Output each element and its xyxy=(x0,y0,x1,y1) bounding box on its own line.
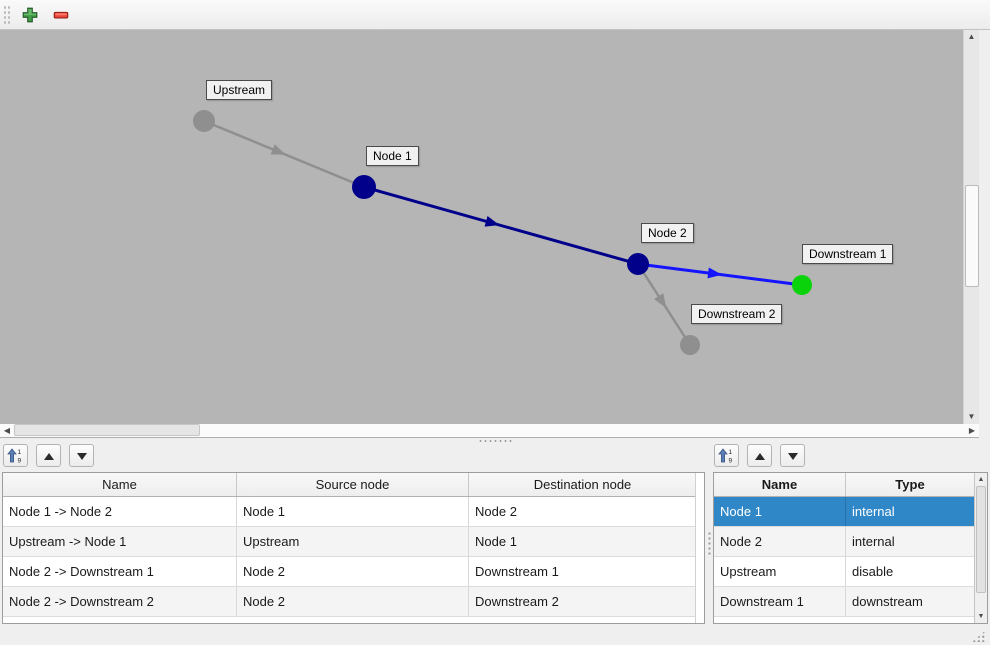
splitter-handle-icon xyxy=(707,531,712,555)
node-sort-button[interactable]: 1 9 xyxy=(714,444,739,467)
horizontal-pane-splitter[interactable] xyxy=(0,438,990,444)
node-name-cell[interactable]: Node 1 xyxy=(714,497,846,526)
edge-table: Name Source node Destination node Node 1… xyxy=(2,472,705,624)
graph-edge-arrow-icon xyxy=(707,267,723,279)
svg-text:9: 9 xyxy=(18,458,22,465)
sort-ascending-icon: 1 9 xyxy=(7,448,22,465)
minus-icon xyxy=(53,11,69,19)
edge-name-cell[interactable]: Node 1 -> Node 2 xyxy=(3,497,237,526)
scroll-down-icon[interactable]: ▼ xyxy=(967,412,976,421)
edge-name-cell[interactable]: Upstream -> Node 1 xyxy=(3,527,237,556)
canvas-vertical-scrollbar[interactable]: ▲ ▼ xyxy=(963,30,979,424)
triangle-down-icon xyxy=(788,453,798,460)
node-name-cell[interactable]: Downstream 1 xyxy=(714,587,846,616)
canvas-horizontal-scrollbar[interactable]: ◀ ▶ xyxy=(0,424,979,438)
triangle-up-icon xyxy=(755,453,765,460)
remove-node-button[interactable] xyxy=(52,6,70,24)
edge-move-up-button[interactable] xyxy=(36,444,61,467)
graph-edge-node1-node2[interactable] xyxy=(363,185,639,266)
node-table-row[interactable]: Node 2 internal xyxy=(714,527,987,557)
node-type-cell[interactable]: internal xyxy=(852,534,895,549)
graph-node-downstream1[interactable] xyxy=(792,275,812,295)
edge-source-cell[interactable]: Node 2 xyxy=(237,557,469,586)
graph-node-label-downstream2[interactable]: Downstream 2 xyxy=(691,304,783,324)
node-table-header: Name Type xyxy=(714,473,987,497)
edge-table-scrollbar-gutter xyxy=(695,473,704,623)
edge-destination-cell[interactable]: Downstream 1 xyxy=(475,564,559,579)
edge-source-cell[interactable]: Node 1 xyxy=(237,497,469,526)
triangle-up-icon xyxy=(44,453,54,460)
graph-svg xyxy=(193,110,812,355)
edge-destination-cell[interactable]: Node 2 xyxy=(475,504,517,519)
empty-row xyxy=(714,617,987,623)
node-move-up-button[interactable] xyxy=(747,444,772,467)
edge-source-cell[interactable]: Node 2 xyxy=(237,587,469,616)
vertical-pane-splitter[interactable] xyxy=(706,444,713,624)
node-move-down-button[interactable] xyxy=(780,444,805,467)
graph-edge-arrow-icon xyxy=(270,144,286,155)
node-header-name[interactable]: Name xyxy=(714,473,846,496)
toolbar-drag-handle[interactable] xyxy=(3,5,11,25)
graph-edge-arrow-icon xyxy=(484,216,500,227)
graph-node-downstream2[interactable] xyxy=(680,335,700,355)
node-table-row[interactable]: Downstream 1 downstream xyxy=(714,587,987,617)
node-table-row[interactable]: Upstream disable xyxy=(714,557,987,587)
graph-node-label-node1[interactable]: Node 1 xyxy=(366,146,419,166)
edge-header-destination[interactable]: Destination node xyxy=(533,477,632,492)
status-strip xyxy=(0,624,990,645)
graph-node-node1[interactable] xyxy=(352,175,376,199)
edge-name-cell[interactable]: Node 2 -> Downstream 2 xyxy=(3,587,237,616)
node-type-cell[interactable]: disable xyxy=(852,564,894,579)
scroll-up-icon[interactable]: ▲ xyxy=(977,476,985,483)
edge-header-source[interactable]: Source node xyxy=(237,473,469,496)
svg-text:9: 9 xyxy=(729,458,733,465)
horizontal-scrollbar-thumb[interactable] xyxy=(14,424,200,436)
node-table-row[interactable]: Node 1 internal xyxy=(714,497,987,527)
edge-table-header: Name Source node Destination node xyxy=(3,473,704,497)
add-node-button[interactable] xyxy=(21,6,39,24)
edge-move-down-button[interactable] xyxy=(69,444,94,467)
edge-name-cell[interactable]: Node 2 -> Downstream 1 xyxy=(3,557,237,586)
splitter-handle-icon xyxy=(478,439,512,443)
vertical-scrollbar-thumb[interactable] xyxy=(965,185,979,287)
node-type-cell[interactable]: internal xyxy=(852,504,895,519)
scroll-right-icon[interactable]: ▶ xyxy=(968,426,976,435)
node-table-scrollbar[interactable]: ▲ ▼ xyxy=(974,473,987,623)
svg-text:1: 1 xyxy=(729,449,733,456)
graph-node-label-upstream[interactable]: Upstream xyxy=(206,80,273,100)
graph-edge-arrow-icon xyxy=(654,293,667,308)
graph-node-upstream[interactable] xyxy=(193,110,215,132)
node-name-cell[interactable]: Upstream xyxy=(714,557,846,586)
edge-header-name[interactable]: Name xyxy=(3,473,237,496)
edge-sort-button[interactable]: 1 9 xyxy=(3,444,28,467)
scroll-up-icon[interactable]: ▲ xyxy=(967,32,976,41)
node-name-cell[interactable]: Node 2 xyxy=(714,527,846,556)
node-header-type[interactable]: Type xyxy=(895,477,925,492)
window-resize-grip[interactable] xyxy=(972,630,986,642)
plus-icon xyxy=(22,7,38,23)
triangle-down-icon xyxy=(77,453,87,460)
graph-node-label-node2[interactable]: Node 2 xyxy=(641,223,694,243)
graph-node-label-downstream1[interactable]: Downstream 1 xyxy=(802,244,894,264)
scroll-down-icon[interactable]: ▼ xyxy=(977,613,985,620)
node-table-scrollbar-thumb[interactable] xyxy=(976,486,986,593)
edge-source-cell[interactable]: Upstream xyxy=(237,527,469,556)
empty-row xyxy=(3,617,704,623)
edge-destination-cell[interactable]: Node 1 xyxy=(475,534,517,549)
toolbar xyxy=(0,0,990,30)
scroll-left-icon[interactable]: ◀ xyxy=(3,426,11,435)
graph-node-node2[interactable] xyxy=(627,253,649,275)
svg-text:1: 1 xyxy=(18,449,22,456)
node-type-cell[interactable]: downstream xyxy=(852,594,923,609)
edge-destination-cell[interactable]: Downstream 2 xyxy=(475,594,559,609)
sort-ascending-icon: 1 9 xyxy=(718,448,733,465)
